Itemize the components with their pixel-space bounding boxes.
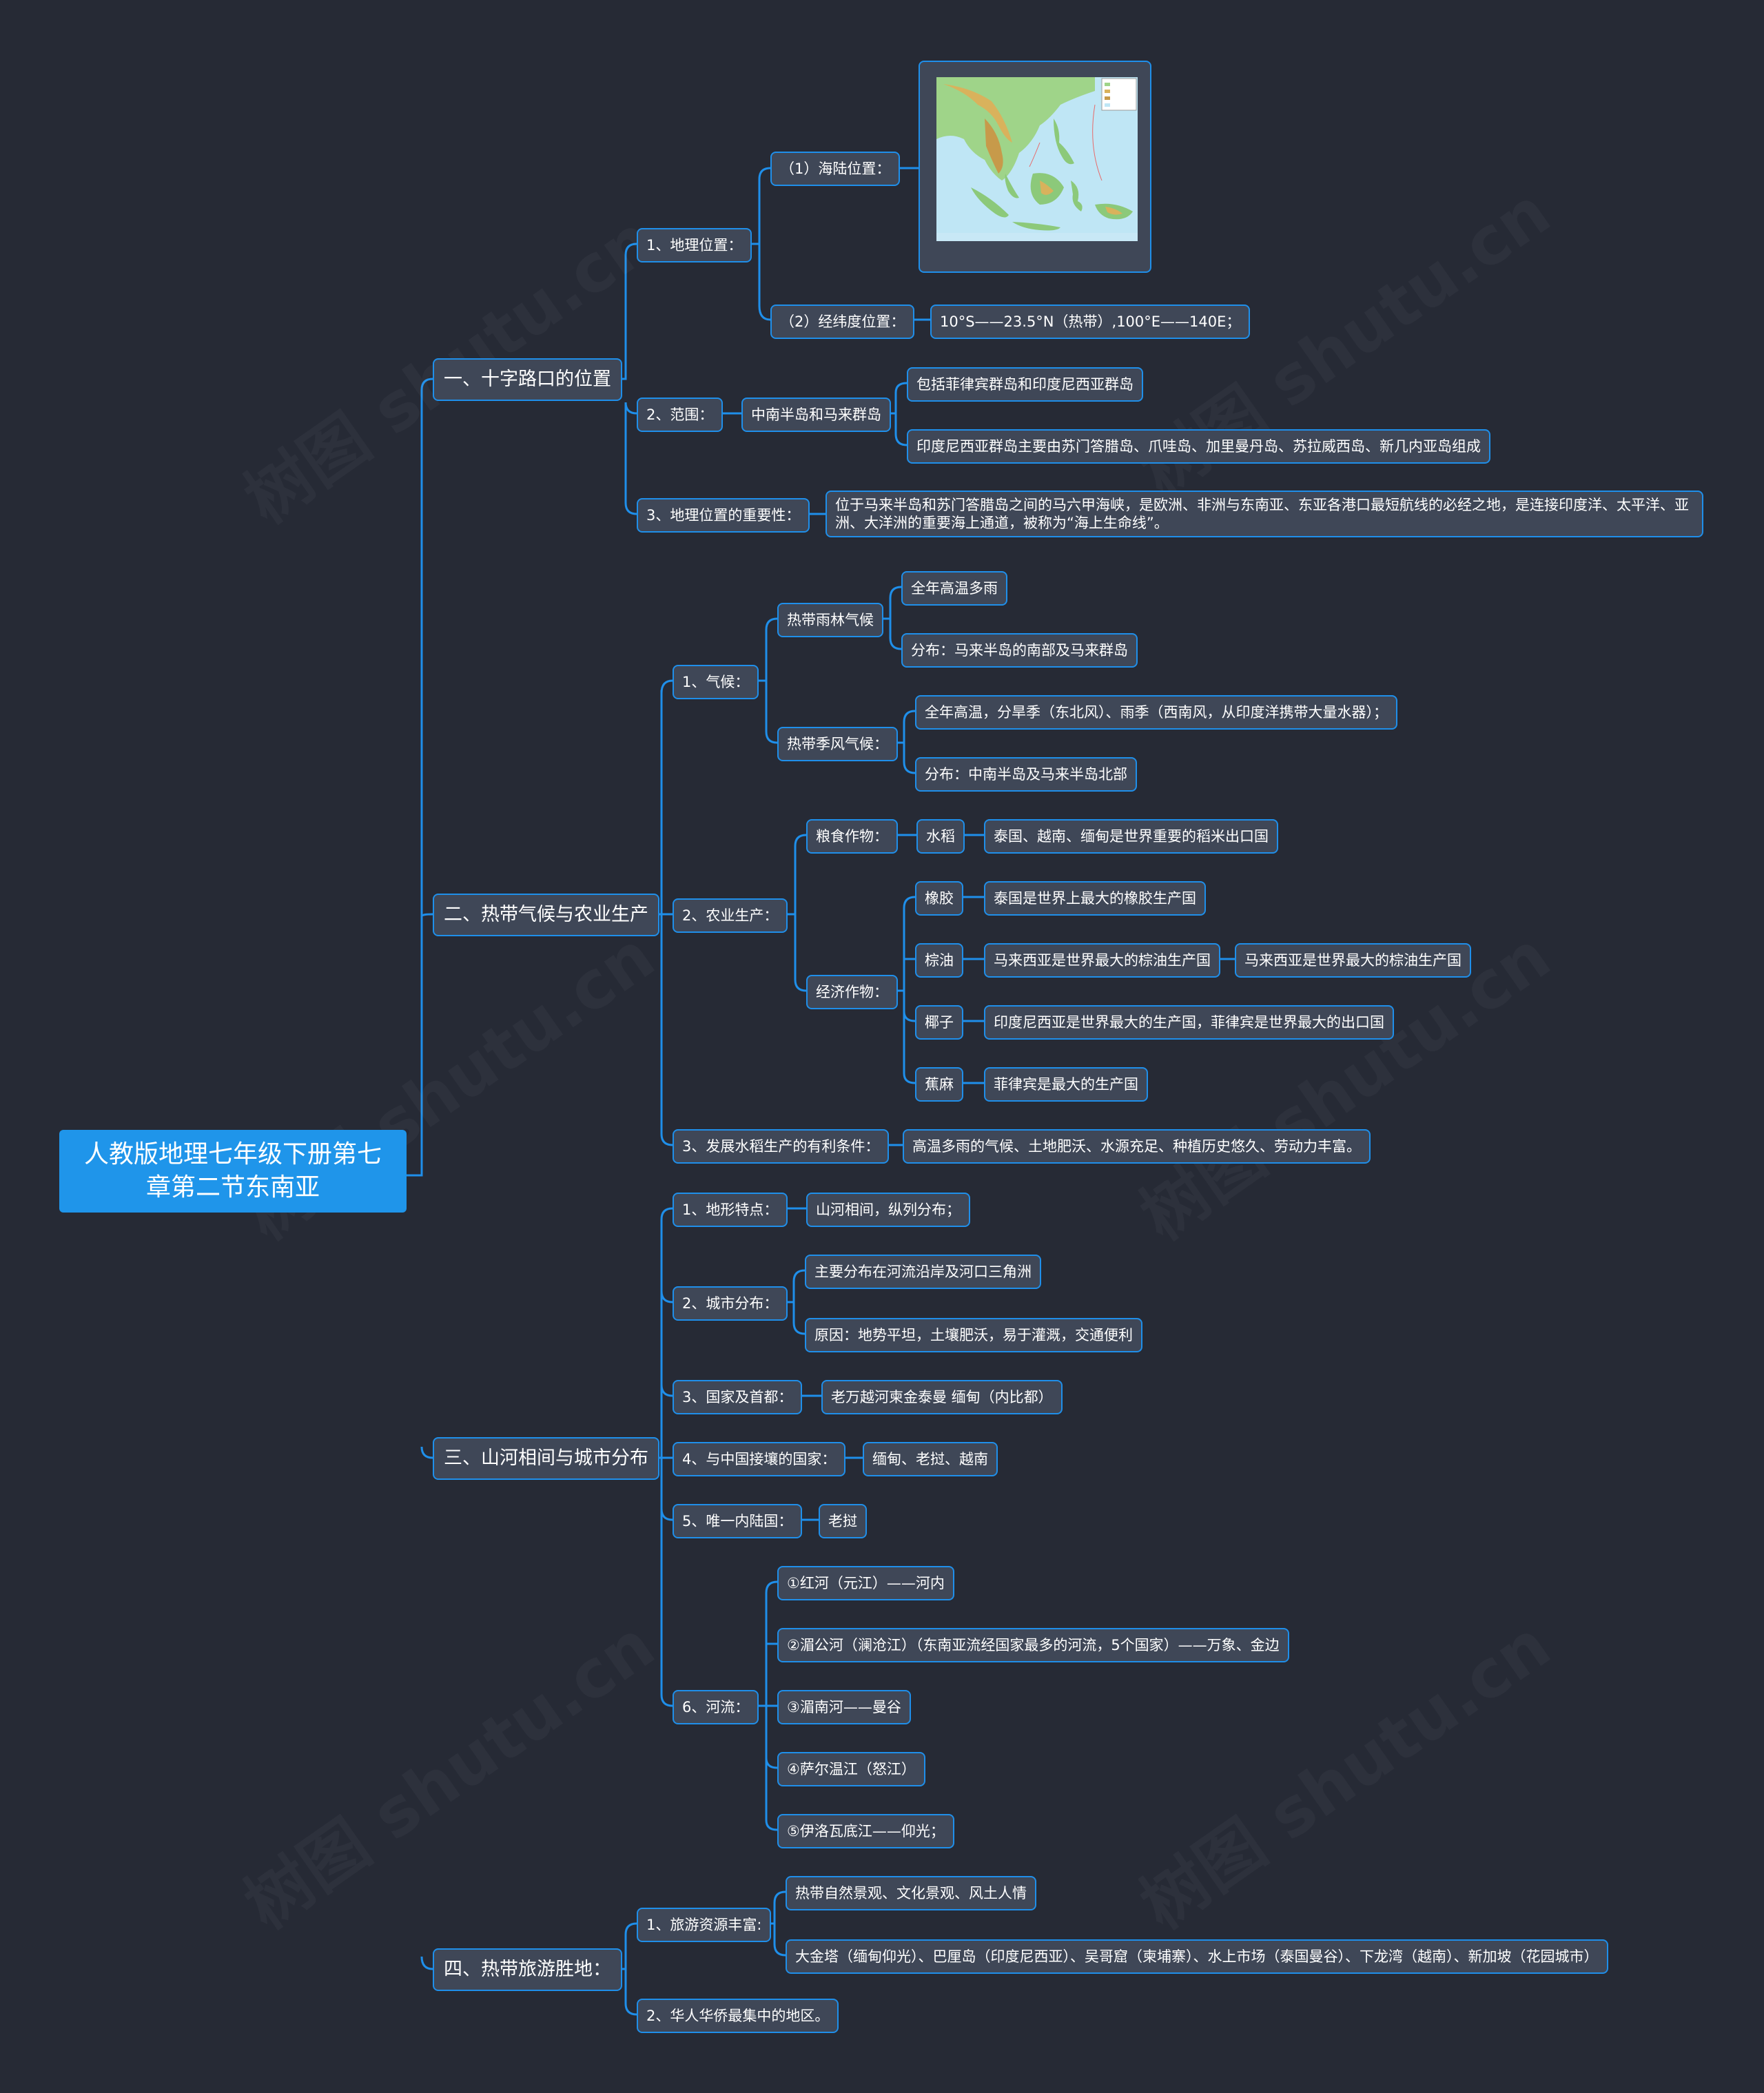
rainforest-distribution[interactable]: 分布：马来半岛的南部及马来群岛 <box>901 633 1138 668</box>
root-topic-label: 人教版地理七年级下册第七章第二节东南亚 <box>83 1140 382 1202</box>
topic-climate[interactable]: 1、气候： <box>673 665 759 699</box>
rice-conditions-detail[interactable]: 高温多雨的气候、土地肥沃、水源充足、种植历史悠久、劳动力丰富。 <box>903 1129 1371 1164</box>
topic-landlocked[interactable]: 5、唯一内陆国： <box>673 1504 803 1538</box>
topic-geo-location[interactable]: 1、地理位置： <box>637 228 752 262</box>
rice-detail[interactable]: 泰国、越南、缅甸是世界重要的稻米出口国 <box>984 819 1278 854</box>
city-distribution-reason[interactable]: 原因：地势平坦，土壤肥沃，易于灌溉，交通便利 <box>805 1318 1142 1352</box>
topic-city-distribution[interactable]: 2、城市分布： <box>673 1286 788 1321</box>
river-item-5[interactable]: ⑤伊洛瓦底江——仰光； <box>777 1814 954 1848</box>
topic-border-countries[interactable]: 4、与中国接壤的国家： <box>673 1442 846 1476</box>
range-detail-indonesia[interactable]: 印度尼西亚群岛主要由苏门答腊岛、爪哇岛、加里曼丹岛、苏拉威西岛、新几内亚岛组成 <box>907 429 1490 464</box>
topic-sea-land-position[interactable]: （1）海陆位置： <box>770 152 901 186</box>
topic-terrain[interactable]: 1、地形特点： <box>673 1193 788 1227</box>
map-illustration <box>936 77 1138 241</box>
crop-rice[interactable]: 水稻 <box>916 819 965 854</box>
palm-oil-detail[interactable]: 马来西亚是世界最大的棕油生产国 <box>984 943 1220 978</box>
topic-overseas-chinese[interactable]: 2、华人华侨最集中的地区。 <box>637 1999 839 2033</box>
palm-oil-detail-2[interactable]: 马来西亚是世界最大的棕油生产国 <box>1235 943 1471 978</box>
range-value[interactable]: 中南半岛和马来群岛 <box>741 398 891 432</box>
southeast-asia-map-image <box>919 61 1151 273</box>
city-distribution-detail[interactable]: 主要分布在河流沿岸及河口三角洲 <box>805 1255 1041 1289</box>
topic-tourism-resources[interactable]: 1、旅游资源丰富: <box>637 1908 772 1942</box>
terrain-detail[interactable]: 山河相间，纵列分布； <box>806 1193 970 1227</box>
abaca-detail[interactable]: 菲律宾是最大的生产国 <box>984 1067 1148 1102</box>
topic-range[interactable]: 2、范围： <box>637 398 724 432</box>
topic-location[interactable]: 一、十字路口的位置 <box>433 358 622 401</box>
river-item-4[interactable]: ④萨尔温江（怒江） <box>777 1752 925 1786</box>
coconut-detail[interactable]: 印度尼西亚是世界最大的生产国，菲律宾是世界最大的出口国 <box>984 1005 1394 1040</box>
river-item-1[interactable]: ①红河（元江）——河内 <box>777 1566 954 1600</box>
topic-rice-conditions[interactable]: 3、发展水稻生产的有利条件： <box>673 1129 890 1164</box>
topic-importance[interactable]: 3、地理位置的重要性： <box>637 498 810 533</box>
topic-mountains-rivers-cities[interactable]: 三、山河相间与城市分布 <box>433 1437 659 1480</box>
topic-rivers[interactable]: 6、河流： <box>673 1690 759 1724</box>
topic-agriculture[interactable]: 2、农业生产： <box>673 898 788 933</box>
border-countries-detail[interactable]: 缅甸、老挝、越南 <box>863 1442 998 1476</box>
topic-tourism[interactable]: 四、热带旅游胜地： <box>433 1948 622 1991</box>
lat-lon-value[interactable]: 10°S——23.5°N（热带）,100°E——140E； <box>930 305 1251 339</box>
crop-palm-oil[interactable]: 棕油 <box>915 943 963 978</box>
rainforest-climate[interactable]: 热带雨林气候 <box>777 603 883 637</box>
topic-lat-lon-position[interactable]: （2）经纬度位置： <box>770 305 915 339</box>
topic-climate-agriculture[interactable]: 二、热带气候与农业生产 <box>433 894 659 936</box>
tourism-attractions[interactable]: 大金塔（缅甸仰光）、巴厘岛（印度尼西亚）、吴哥窟（柬埔寨）、水上市场（泰国曼谷）… <box>786 1939 1608 1974</box>
root-topic[interactable]: 人教版地理七年级下册第七章第二节东南亚 <box>59 1130 407 1213</box>
grain-crops[interactable]: 粮食作物： <box>806 819 898 854</box>
capitals-detail[interactable]: 老万越河柬金泰曼 缅甸（内比都） <box>821 1380 1063 1414</box>
crop-abaca[interactable]: 蕉麻 <box>915 1067 963 1102</box>
rubber-detail[interactable]: 泰国是世界上最大的橡胶生产国 <box>984 881 1206 916</box>
river-item-3[interactable]: ③湄南河——曼谷 <box>777 1690 911 1724</box>
range-detail-islands[interactable]: 包括菲律宾群岛和印度尼西亚群岛 <box>907 367 1143 402</box>
monsoon-distribution[interactable]: 分布：中南半岛及马来半岛北部 <box>915 757 1137 792</box>
cash-crops[interactable]: 经济作物： <box>806 975 898 1009</box>
crop-rubber[interactable]: 橡胶 <box>915 881 963 916</box>
monsoon-climate[interactable]: 热带季风气候： <box>777 727 898 761</box>
tourism-types[interactable]: 热带自然景观、文化景观、风土人情 <box>786 1876 1036 1910</box>
rainforest-feature[interactable]: 全年高温多雨 <box>901 571 1007 606</box>
landlocked-detail[interactable]: 老挝 <box>819 1504 867 1538</box>
importance-value[interactable]: 位于马来半岛和苏门答腊岛之间的马六甲海峡，是欧洲、非洲与东南亚、东亚各港口最短航… <box>825 491 1703 537</box>
river-item-2[interactable]: ②湄公河（澜沧江）（东南亚流经国家最多的河流，5个国家）——万象、金边 <box>777 1628 1289 1662</box>
crop-coconut[interactable]: 椰子 <box>915 1005 963 1040</box>
monsoon-feature[interactable]: 全年高温，分旱季（东北风）、雨季（西南风，从印度洋携带大量水器）； <box>915 695 1397 730</box>
topic-capitals[interactable]: 3、国家及首都： <box>673 1380 803 1414</box>
